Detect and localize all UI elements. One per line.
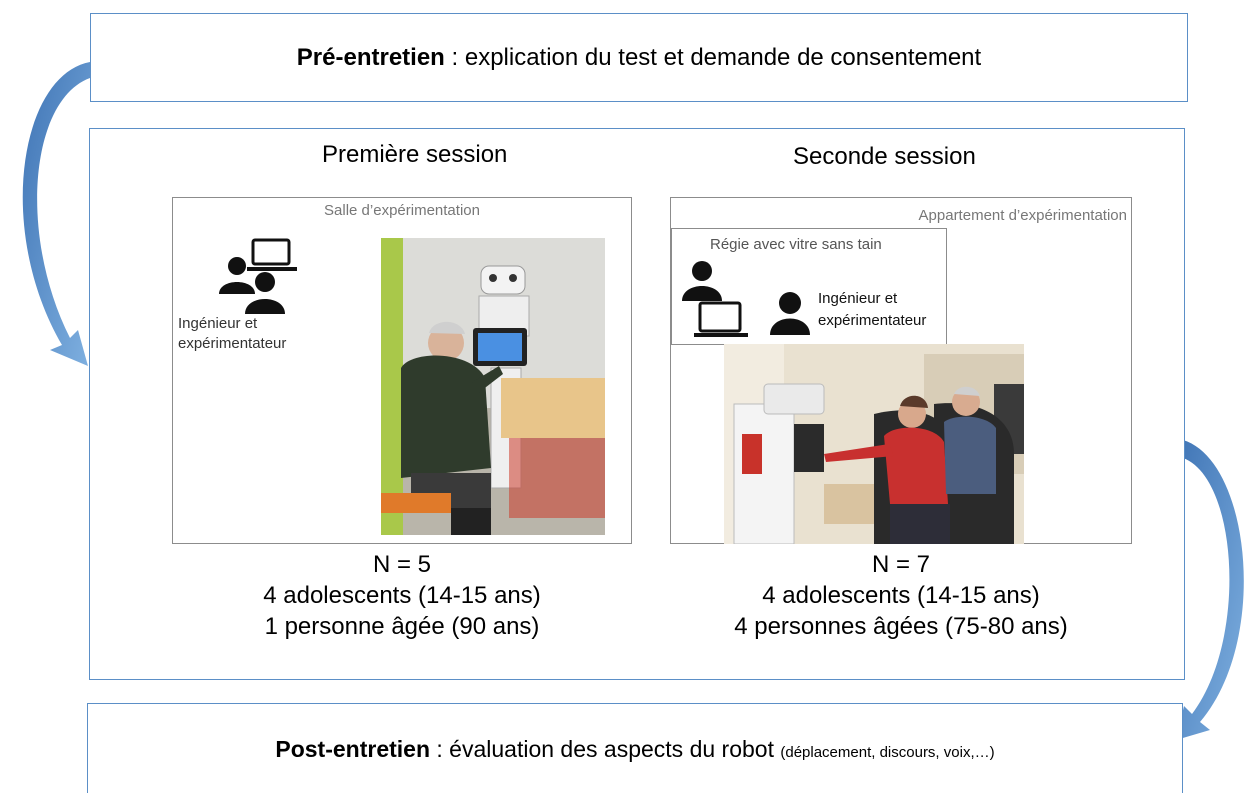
- session-1-title: Première session: [322, 141, 508, 168]
- people-label-line-1: Ingénieur et: [818, 290, 898, 307]
- session-2-room-label: Appartement d’expérimentation: [918, 207, 1127, 224]
- post-interview-description: : évaluation des aspects du robot: [430, 736, 781, 762]
- session-2-title: Seconde session: [793, 143, 976, 170]
- session-2-stats: N = 7 4 adolescents (14-15 ans) 4 person…: [670, 549, 1132, 642]
- stat-elderly: 4 personnes âgées (75-80 ans): [734, 613, 1068, 640]
- session-1-stats: N = 5 4 adolescents (14-15 ans) 1 person…: [172, 549, 632, 642]
- stat-n: N = 7: [871, 551, 931, 578]
- pre-interview-text: Pré-entretien : explication du test et d…: [91, 44, 1187, 72]
- post-interview-title: Post-entretien: [275, 736, 431, 762]
- stat-adolescents: 4 adolescents (14-15 ans): [762, 582, 1040, 609]
- right-curved-arrow: [1176, 440, 1244, 740]
- engineer-icon: [770, 292, 810, 335]
- session-1-room: Salle d’expérimentation Ingénieur et exp…: [172, 197, 632, 544]
- stat-n: N = 5: [372, 551, 432, 578]
- session-2-people-label: Ingénieur et expérimentateur: [818, 288, 926, 332]
- session-1-people-label: Ingénieur et expérimentateur: [178, 314, 286, 354]
- control-room-label: Régie avec vitre sans tain: [710, 236, 882, 253]
- post-interview-details: (déplacement, discours, voix,…): [780, 744, 995, 761]
- pre-interview-title: Pré-entretien: [296, 44, 445, 71]
- sessions-box: Première session Salle d’expérimentation…: [89, 128, 1185, 680]
- pre-interview-box: Pré-entretien : explication du test et d…: [90, 13, 1188, 102]
- operator-with-laptop-icon: [682, 261, 748, 337]
- left-curved-arrow: [22, 62, 90, 366]
- photo-elderly-couple-with-robot: [724, 344, 1024, 544]
- photo-elderly-man-with-robot: [381, 238, 605, 535]
- session-2-photo: [724, 344, 1024, 544]
- stat-elderly: 1 personne âgée (90 ans): [264, 613, 540, 640]
- control-room-box: Régie avec vitre sans tain Ingénieur et …: [671, 228, 947, 345]
- engineer-group-icon: [219, 238, 297, 314]
- session-1-photo: [381, 238, 605, 535]
- session-1-room-label: Salle d’expérimentation: [324, 202, 480, 219]
- people-label-line-2: expérimentateur: [818, 312, 927, 329]
- session-2-apartment: Appartement d’expérimentation Régie avec…: [670, 197, 1132, 544]
- pre-interview-description: : explication du test et demande de cons…: [444, 44, 982, 71]
- stat-adolescents: 4 adolescents (14-15 ans): [263, 582, 541, 609]
- people-label-line-2: expérimentateur: [178, 335, 287, 352]
- people-label-line-1: Ingénieur et: [178, 315, 258, 332]
- post-interview-box: Post-entretien : évaluation des aspects …: [87, 703, 1183, 793]
- post-interview-text: Post-entretien : évaluation des aspects …: [88, 736, 1182, 763]
